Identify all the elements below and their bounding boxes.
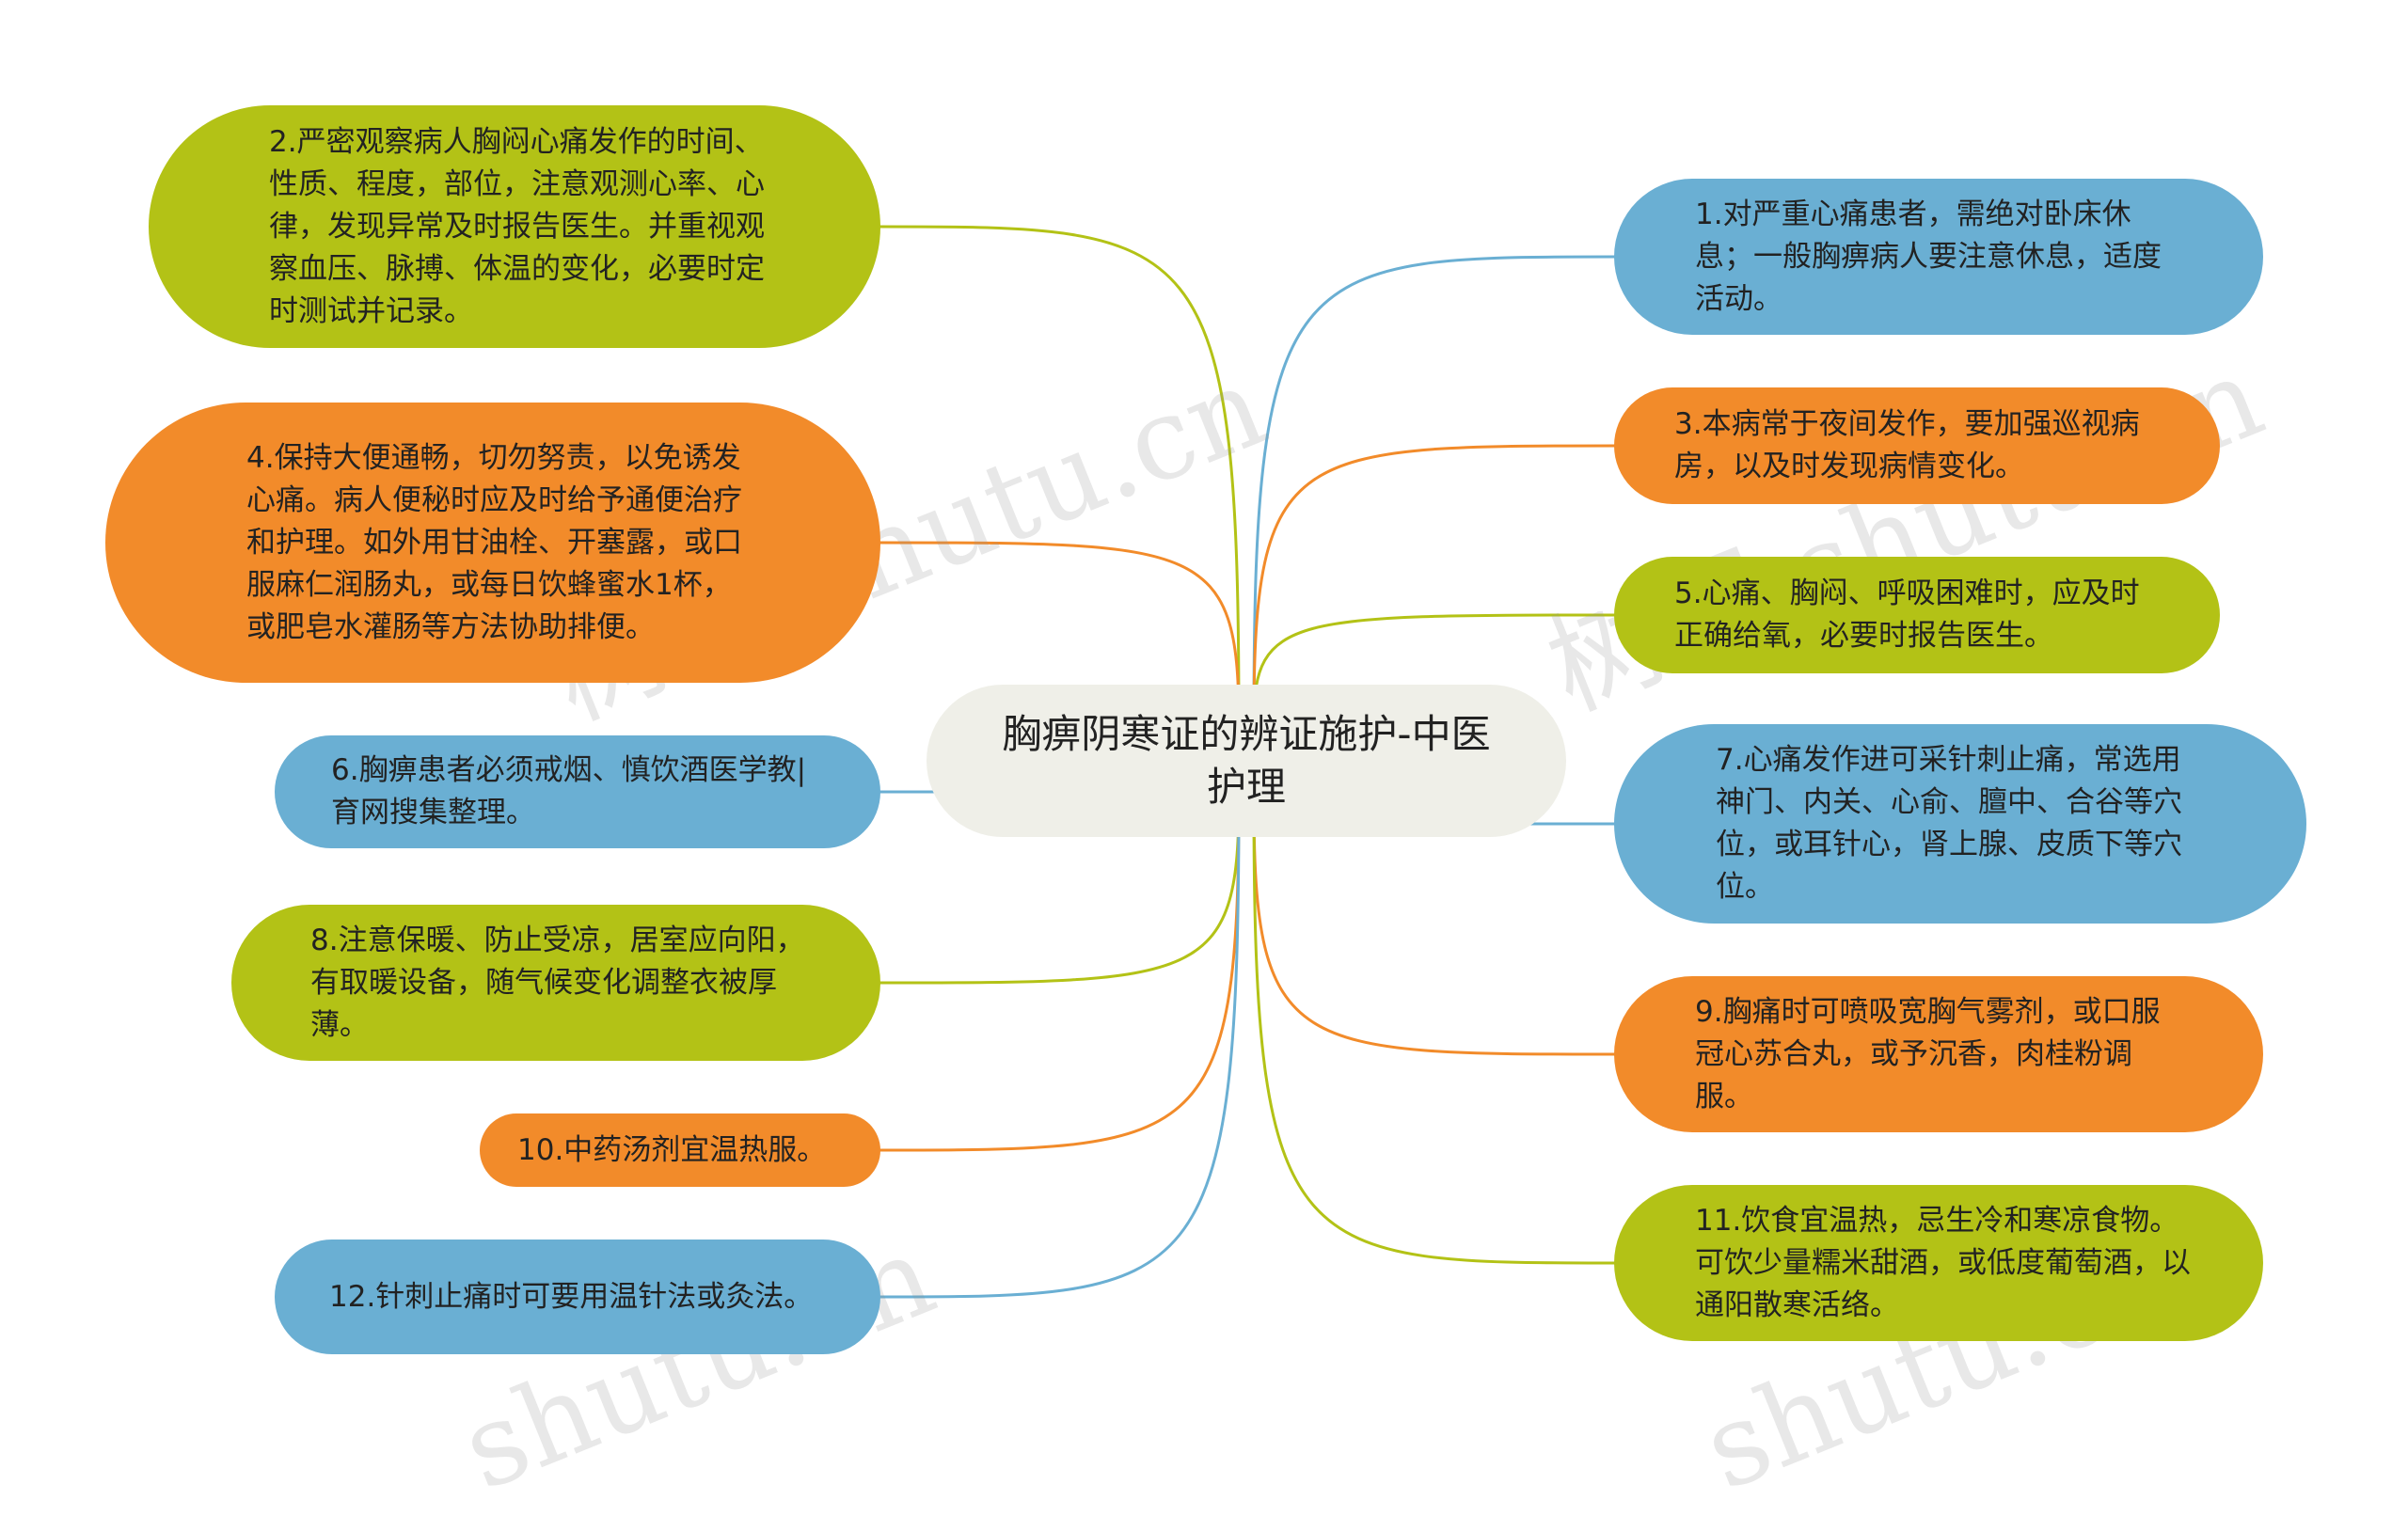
connector-n9 bbox=[1252, 798, 1617, 1056]
topic-node-8[interactable]: 8.注意保暖、防止受凉，居室应向阳，有取暖设备，随气候变化调整衣被厚薄。 bbox=[231, 905, 880, 1061]
connector-n5 bbox=[1252, 613, 1617, 723]
connector-n3 bbox=[1252, 444, 1617, 723]
connector-n8 bbox=[878, 798, 1241, 985]
topic-node-label: 10.中药汤剂宜温热服。 bbox=[517, 1132, 827, 1167]
topic-node-9[interactable]: 9.胸痛时可喷吸宽胸气雾剂，或口服冠心苏合丸，或予沉香，肉桂粉调服。 bbox=[1614, 976, 2263, 1132]
topic-node-label: 2.严密观察病人胸闷心痛发作的时间、性质、程度，部位，注意观测心率、心律，发现异… bbox=[269, 124, 765, 328]
topic-node-2[interactable]: 2.严密观察病人胸闷心痛发作的时间、性质、程度，部位，注意观测心率、心律，发现异… bbox=[149, 105, 880, 348]
topic-node-label: 6.胸痹患者必须戒烟、慎饮酒医学教|育网搜集整理。 bbox=[331, 753, 807, 829]
mind-map: 树图 shutu.cn 树图 shutu.cn shutu.cn shutu.c… bbox=[105, 105, 2306, 1516]
topic-node-3[interactable]: 3.本病常于夜间发作，要加强巡视病房，以及时发现病情变化。 bbox=[1614, 387, 2220, 504]
topic-node-4[interactable]: 4.保持大便通畅，切勿努责，以免诱发心痛。病人便秘时应及时给予通便治疗和护理。如… bbox=[105, 403, 880, 683]
central-topic[interactable]: 胸痹阴寒证的辨证施护-中医护理 bbox=[927, 685, 1566, 837]
topic-node-label: 5.心痛、胸闷、呼吸困难时，应及时正确给氧，必要时报告医生。 bbox=[1674, 576, 2140, 653]
topic-node-label: 12.针刺止痛时可要用温针法或灸法。 bbox=[329, 1279, 814, 1314]
topic-node-label: 11.饮食宜温热，忌生冷和寒凉食物。可饮少量糯米甜酒，或低度葡萄酒，以通阳散寒活… bbox=[1695, 1203, 2191, 1322]
topic-node-label: 3.本病常于夜间发作，要加强巡视病房，以及时发现病情变化。 bbox=[1674, 407, 2140, 483]
topic-node-11[interactable]: 11.饮食宜温热，忌生冷和寒凉食物。可饮少量糯米甜酒，或低度葡萄酒，以通阳散寒活… bbox=[1614, 1185, 2263, 1341]
topic-node-6[interactable]: 6.胸痹患者必须戒烟、慎饮酒医学教|育网搜集整理。 bbox=[275, 735, 880, 848]
topic-node-label: 7.心痛发作进可采针刺止痛，常选用神门、内关、心俞、膻中、合谷等穴位，或耳针心，… bbox=[1716, 743, 2182, 904]
connector-n10 bbox=[878, 798, 1241, 1152]
topic-node-1[interactable]: 1.对严重心痛患者，需绝对卧床休息；一般胸痹病人要注意休息，适度活动。 bbox=[1614, 179, 2263, 335]
topic-node-label: 1.对严重心痛患者，需绝对卧床休息；一般胸痹病人要注意休息，适度活动。 bbox=[1695, 197, 2162, 316]
connector-n12 bbox=[878, 798, 1241, 1299]
topic-node-10[interactable]: 10.中药汤剂宜温热服。 bbox=[480, 1113, 880, 1187]
topic-node-label: 4.保持大便通畅，切勿努责，以免诱发心痛。病人便秘时应及时给予通便治疗和护理。如… bbox=[246, 440, 742, 644]
topic-node-12[interactable]: 12.针刺止痛时可要用温针法或灸法。 bbox=[275, 1240, 880, 1354]
connector-n2 bbox=[878, 225, 1241, 723]
topic-node-7[interactable]: 7.心痛发作进可采针刺止痛，常选用神门、内关、心俞、膻中、合谷等穴位，或耳针心，… bbox=[1614, 724, 2306, 924]
connector-n11 bbox=[1252, 798, 1617, 1265]
central-topic-label: 胸痹阴寒证的辨证施护-中医护理 bbox=[1002, 711, 1491, 810]
topic-node-5[interactable]: 5.心痛、胸闷、呼吸困难时，应及时正确给氧，必要时报告医生。 bbox=[1614, 557, 2220, 673]
connector-n1 bbox=[1252, 255, 1617, 723]
topic-node-label: 9.胸痛时可喷吸宽胸气雾剂，或口服冠心苏合丸，或予沉香，肉桂粉调服。 bbox=[1695, 994, 2161, 1113]
topic-node-label: 8.注意保暖、防止受凉，居室应向阳，有取暖设备，随气候变化调整衣被厚薄。 bbox=[310, 923, 805, 1042]
connector-n4 bbox=[878, 541, 1241, 723]
